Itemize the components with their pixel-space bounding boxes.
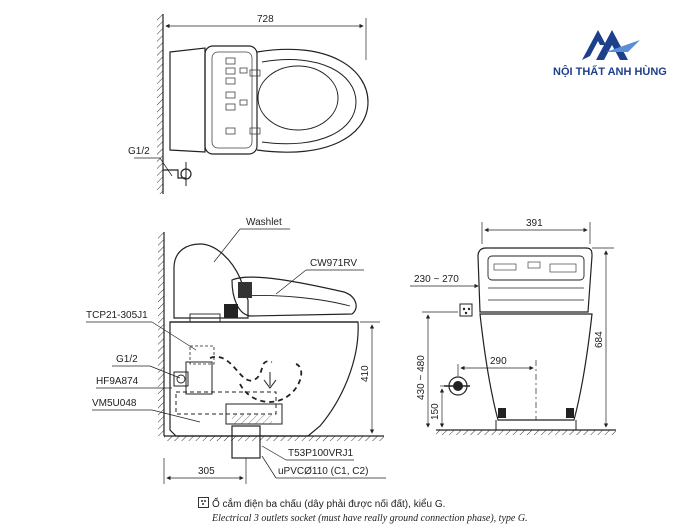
label-hose: VM5U048	[92, 398, 137, 409]
top-pipe-label: G1/2	[128, 146, 150, 157]
label-side-pipe: G1/2	[116, 354, 138, 365]
label-drain: T53P100VRJ1	[288, 448, 353, 459]
legend: Ổ cắm điện ba chấu (dây phải được nối đấ…	[198, 497, 528, 526]
side-view: 410 305 Washlet CW971RV TCP21-305J1 G1/2…	[86, 217, 386, 484]
front-offset-dim: 290	[490, 356, 507, 367]
label-tank-fitting: TCP21-305J1	[86, 310, 148, 321]
top-width-dim: 728	[257, 14, 274, 25]
label-outlet-pipe: uPVCØ110 (C1, C2)	[278, 466, 368, 477]
front-view: 391 230 ~ 270 430 ~ 480 150	[410, 218, 616, 435]
front-width-dim: 391	[526, 218, 543, 229]
side-height-dim: 410	[360, 365, 371, 382]
front-total-height: 684	[594, 331, 605, 348]
label-valve: HF9A874	[96, 376, 139, 387]
label-seat-model: CW971RV	[310, 258, 357, 269]
brand-logo-icon	[582, 30, 640, 60]
brand-name: NỘI THẤT ANH HÙNG	[553, 66, 667, 78]
front-valve-height: 150	[430, 403, 441, 420]
socket-icon	[198, 497, 209, 508]
legend-vietnamese: Ổ cắm điện ba chấu (dây phải được nối đấ…	[212, 499, 446, 510]
legend-english: Electrical 3 outlets socket (must have r…	[212, 513, 528, 524]
side-roughin-dim: 305	[198, 466, 215, 477]
front-pipe-range: 230 ~ 270	[414, 274, 459, 285]
label-washlet: Washlet	[246, 217, 282, 228]
front-socket-range: 430 ~ 480	[416, 355, 427, 400]
panel-buttons	[225, 57, 248, 135]
top-view: 728 G1/2	[128, 14, 369, 194]
